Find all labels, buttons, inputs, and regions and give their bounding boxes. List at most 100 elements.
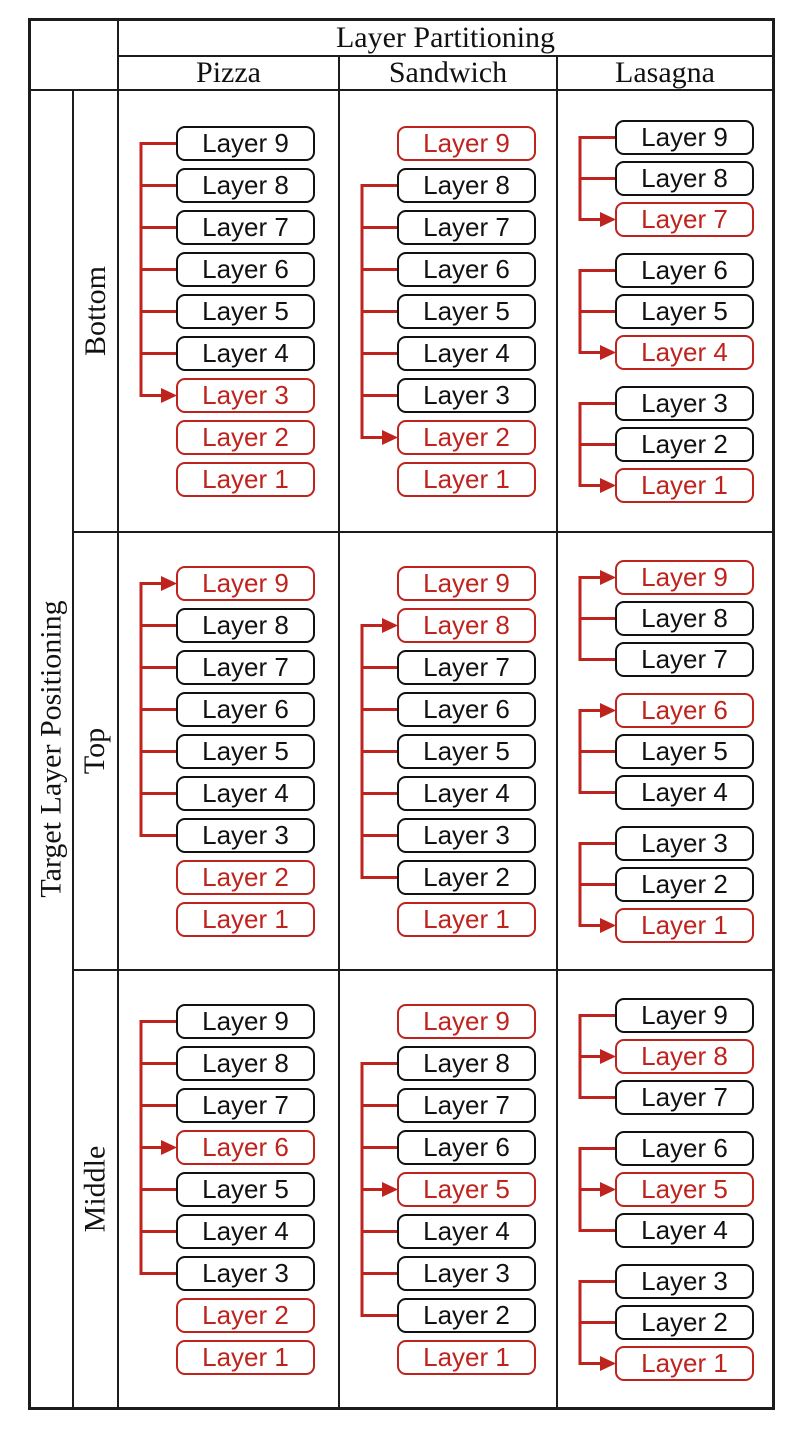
- layer-box-1: Layer 1: [176, 1339, 315, 1375]
- layer-box-7: Layer 7: [176, 649, 315, 685]
- layer-box-3: Layer 3: [615, 1263, 754, 1299]
- layer-box-5: Layer 5: [397, 1171, 536, 1207]
- cell-bottom-sandwich: Layer 9 Layer 8 Layer 7 Layer 6 Layer 5 Layer…: [340, 91, 558, 533]
- layer-box-7: Layer 7: [176, 1087, 315, 1123]
- layer-box-7: Layer 7: [397, 1087, 536, 1123]
- layer-box-5: Layer 5: [176, 733, 315, 769]
- row-header-middle-label: Middle: [78, 1145, 112, 1233]
- layer-box-3: Layer 3: [397, 377, 536, 413]
- layer-box-9: Layer 9: [176, 565, 315, 601]
- layer-box-5: Layer 5: [397, 293, 536, 329]
- arrowhead-icon: [600, 570, 616, 585]
- layer-box-6: Layer 6: [397, 691, 536, 727]
- layer-box-7: Layer 7: [615, 201, 754, 237]
- layer-box-1: Layer 1: [176, 901, 315, 937]
- layer-box-4: Layer 4: [397, 1213, 536, 1249]
- layer-box-8: Layer 8: [615, 600, 754, 636]
- layer-box-4: Layer 4: [176, 1213, 315, 1249]
- layer-box-8: Layer 8: [397, 607, 536, 643]
- layer-box-9: Layer 9: [615, 119, 754, 155]
- column-header-sandwich: Sandwich: [340, 57, 558, 91]
- cell-top-lasagna: Layer 9 Layer 8 Layer 7 Layer 6 Layer 5 Layer…: [558, 533, 772, 971]
- layer-box-7: Layer 7: [615, 1079, 754, 1115]
- layer-box-2: Layer 2: [176, 419, 315, 455]
- row-header-bottom: Bottom: [74, 91, 119, 533]
- layer-box-3: Layer 3: [615, 825, 754, 861]
- layer-box-9: Layer 9: [615, 559, 754, 595]
- layer-box-4: Layer 4: [397, 775, 536, 811]
- layer-box-1: Layer 1: [397, 1339, 536, 1375]
- layer-box-8: Layer 8: [176, 1045, 315, 1081]
- arrowhead-icon: [600, 345, 616, 360]
- layer-box-9: Layer 9: [176, 1003, 315, 1039]
- layer-box-8: Layer 8: [397, 167, 536, 203]
- layer-box-3: Layer 3: [615, 385, 754, 421]
- layer-box-4: Layer 4: [397, 335, 536, 371]
- cell-middle-pizza: Layer 9 Layer 8 Layer 7 Layer 6 Layer 5 Layer…: [119, 971, 340, 1407]
- layer-box-8: Layer 8: [615, 1038, 754, 1074]
- layer-box-7: Layer 7: [397, 209, 536, 245]
- layer-box-4: Layer 4: [615, 774, 754, 810]
- layer-box-5: Layer 5: [615, 733, 754, 769]
- row-header-top: Top: [74, 533, 119, 971]
- layer-box-5: Layer 5: [397, 733, 536, 769]
- layer-box-6: Layer 6: [615, 692, 754, 728]
- layer-box-6: Layer 6: [397, 1129, 536, 1165]
- layer-box-6: Layer 6: [176, 1129, 315, 1165]
- row-header-top-label: Top: [78, 727, 112, 775]
- layer-box-4: Layer 4: [615, 334, 754, 370]
- layer-box-2: Layer 2: [397, 419, 536, 455]
- layer-box-2: Layer 2: [615, 1304, 754, 1340]
- layer-box-6: Layer 6: [615, 1130, 754, 1166]
- layer-box-4: Layer 4: [176, 335, 315, 371]
- layer-box-5: Layer 5: [176, 293, 315, 329]
- column-header-pizza: Pizza: [119, 57, 340, 91]
- arrowhead-icon: [600, 1356, 616, 1371]
- arrowhead-icon: [161, 388, 177, 403]
- layer-box-9: Layer 9: [397, 125, 536, 161]
- layer-box-2: Layer 2: [397, 1297, 536, 1333]
- layer-box-9: Layer 9: [397, 565, 536, 601]
- layer-box-3: Layer 3: [176, 1255, 315, 1291]
- row-group-header: Target Layer Positioning: [31, 91, 74, 1407]
- layer-box-4: Layer 4: [615, 1212, 754, 1248]
- layer-partitioning-table: Layer Partitioning Pizza Sandwich Lasagn…: [28, 18, 775, 1410]
- arrowhead-icon: [382, 430, 398, 445]
- arrowhead-icon: [161, 1140, 177, 1155]
- layer-box-2: Layer 2: [615, 866, 754, 902]
- layer-box-2: Layer 2: [615, 426, 754, 462]
- layer-box-5: Layer 5: [176, 1171, 315, 1207]
- column-group-header: Layer Partitioning: [119, 21, 772, 57]
- layer-box-8: Layer 8: [176, 607, 315, 643]
- layer-box-7: Layer 7: [397, 649, 536, 685]
- layer-box-2: Layer 2: [176, 1297, 315, 1333]
- row-header-bottom-label: Bottom: [78, 265, 112, 357]
- layer-box-9: Layer 9: [176, 125, 315, 161]
- layer-box-9: Layer 9: [397, 1003, 536, 1039]
- arrowhead-icon: [600, 1182, 616, 1197]
- arrowhead-icon: [382, 1182, 398, 1197]
- arrowhead-icon: [600, 918, 616, 933]
- layer-box-6: Layer 6: [397, 251, 536, 287]
- layer-box-1: Layer 1: [397, 461, 536, 497]
- layer-box-5: Layer 5: [615, 293, 754, 329]
- layer-box-1: Layer 1: [615, 467, 754, 503]
- layer-box-1: Layer 1: [176, 461, 315, 497]
- layer-box-8: Layer 8: [615, 160, 754, 196]
- layer-box-7: Layer 7: [615, 641, 754, 677]
- layer-box-3: Layer 3: [397, 817, 536, 853]
- arrowhead-icon: [600, 703, 616, 718]
- layer-box-3: Layer 3: [176, 377, 315, 413]
- layer-box-1: Layer 1: [397, 901, 536, 937]
- arrowhead-icon: [600, 212, 616, 227]
- column-header-lasagna: Lasagna: [558, 57, 772, 91]
- arrowhead-icon: [600, 478, 616, 493]
- row-group-header-label: Target Layer Positioning: [34, 600, 68, 898]
- arrowhead-icon: [161, 576, 177, 591]
- layer-box-4: Layer 4: [176, 775, 315, 811]
